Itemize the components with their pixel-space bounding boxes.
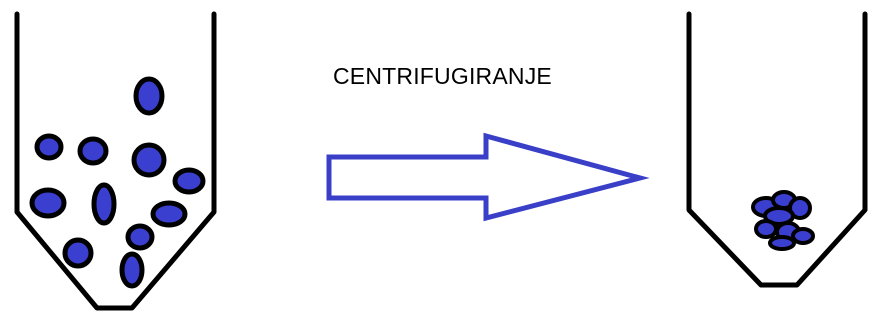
tube-after [686,11,868,288]
tube-after-outline [686,11,868,288]
pellet-particle [763,206,795,226]
suspended-particles [29,76,206,289]
process-label: CENTRIFUGIRANJE [333,63,552,89]
particle [131,142,167,178]
tube-before-outline [14,11,217,311]
particle [34,133,64,161]
tube-before [14,11,217,311]
particle [91,182,117,226]
particle [119,251,145,289]
particle [62,237,94,269]
particle [133,76,165,116]
pellet-particle [791,227,815,245]
particle [125,223,155,251]
particle [77,136,109,166]
pellet [751,190,815,251]
particle [150,200,188,228]
pellet-particle [768,235,796,251]
pellet-particle [788,196,812,220]
right-arrow-icon [326,132,650,222]
particle [172,167,206,195]
particle [29,187,67,219]
pellet-particle [754,219,778,239]
